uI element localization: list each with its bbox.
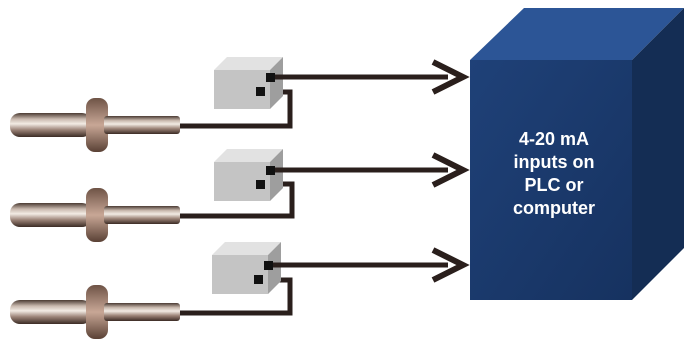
receiver-label-line-1: 4-20 mA: [518, 129, 590, 149]
transmitter-2-in-jack: [256, 180, 265, 189]
receiver-label-line-2: inputs on: [513, 152, 595, 172]
transmitter-1-in-jack: [256, 87, 265, 96]
arrow-head-2: [431, 152, 470, 188]
receiver-label-line-3: PLC or: [524, 175, 584, 195]
receiver-label-line-4: computer: [512, 198, 595, 218]
receiver-box-side: [632, 8, 684, 300]
receiver-box-front: [470, 60, 632, 300]
receiver-label: 4-20 mA inputs on PLC or computer: [476, 128, 632, 220]
transmitter-1: [214, 57, 283, 109]
arrow-head-1: [431, 59, 470, 95]
transmitter-2-out-jack: [266, 166, 275, 175]
receiver-box-top: [470, 8, 684, 60]
sensor-probe-2: [10, 188, 180, 242]
transmitter-3: [212, 242, 281, 294]
sensor-row-1: [10, 57, 470, 152]
sensor-probe-3: [10, 285, 180, 339]
transmitter-3-in-jack: [254, 275, 263, 284]
transmitter-1-out-jack: [266, 73, 275, 82]
sensor-probe-1: [10, 98, 180, 152]
sensor-row-2: [10, 149, 470, 242]
sensor-row-3: [10, 242, 470, 339]
transmitter-3-out-jack: [264, 261, 273, 270]
receiver-box: [470, 8, 684, 300]
arrow-head-3: [431, 247, 470, 283]
